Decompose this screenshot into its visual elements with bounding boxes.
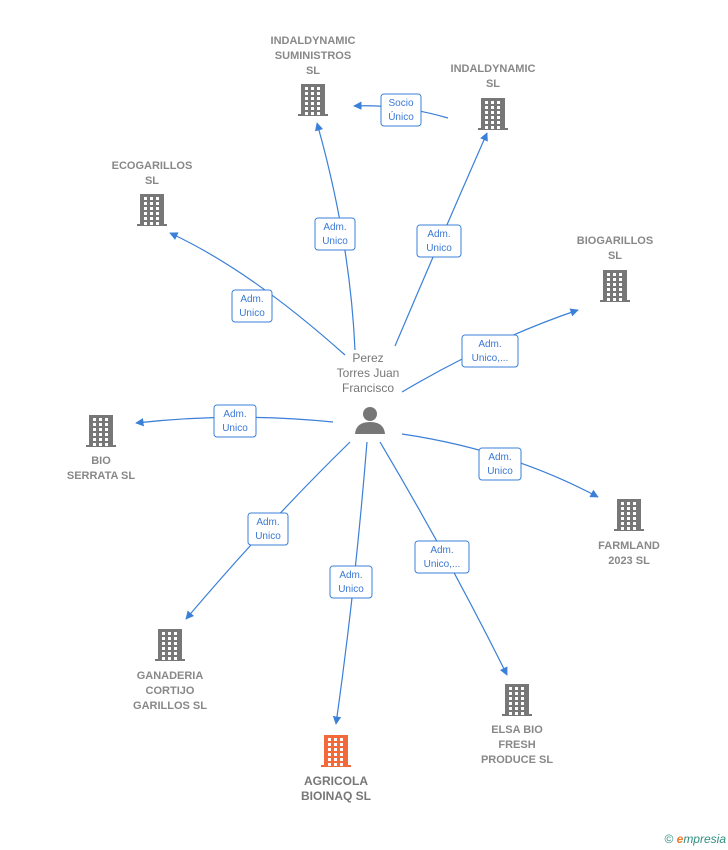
company-node-ecogarillos[interactable]: ECOGARILLOS SL — [112, 160, 193, 226]
edge-label-text: Unico,... — [472, 353, 509, 364]
copyright-icon: © — [664, 832, 674, 846]
company-name-line: INDALDYNAMIC — [271, 35, 356, 47]
company-name-line: BIOINAQ SL — [301, 789, 371, 803]
company-name-line: ELSA BIO — [491, 724, 543, 736]
company-name-line: SL — [486, 78, 500, 90]
company-name-line: CORTIJO — [146, 685, 195, 697]
person-name-line: Francisco — [342, 381, 394, 395]
company-node-indaldynamic-suministros[interactable]: INDALDYNAMIC SUMINISTROS SL — [271, 35, 356, 116]
edge-label-center-to-elsa-bio-fresh-produce[interactable]: Adm. Unico,... — [414, 540, 470, 574]
edge-label-box — [213, 404, 257, 438]
edge-label-box — [478, 447, 522, 481]
edge-label-text: Adm. — [339, 570, 362, 581]
edge-label-box — [247, 512, 289, 546]
edge-label-text: Adm. — [223, 409, 246, 420]
brand-name: mpresia — [683, 832, 726, 846]
company-node-biogarillos[interactable]: BIOGARILLOS SL — [577, 235, 653, 302]
edge-label-text: Único — [388, 110, 414, 123]
edge-center-to-ecogarillos — [169, 232, 346, 356]
company-name-line: SERRATA SL — [67, 470, 136, 482]
building-icon — [298, 84, 328, 116]
building-icon — [137, 194, 167, 226]
edge-label-text: Socio — [388, 98, 413, 109]
company-name-line: GANADERIA — [137, 670, 204, 682]
edge-labels-layer: Adm.UnicoAdm.UnicoSocioÚnicoAdm.UnicoAdm… — [213, 93, 522, 599]
person-icon — [355, 407, 385, 434]
edge-label-box — [414, 540, 470, 574]
edge-label-text: Unico,... — [424, 559, 461, 570]
edge-label-text: Unico — [255, 531, 281, 542]
company-name-line: BIOGARILLOS — [577, 235, 653, 247]
edge-label-text: Adm. — [478, 339, 501, 350]
edge-label-box — [314, 217, 356, 251]
person-name-line: Perez — [352, 351, 383, 365]
company-name-line: SL — [608, 250, 622, 262]
edge-label-text: Unico — [222, 423, 248, 434]
company-name-line: ECOGARILLOS — [112, 160, 193, 172]
edge-label-text: Unico — [322, 236, 348, 247]
edge-label-text: Adm. — [427, 229, 450, 240]
building-icon — [502, 684, 532, 716]
edge-label-text: Adm. — [430, 545, 453, 556]
edge-label-text: Unico — [426, 243, 452, 254]
brand-initial: e — [676, 832, 684, 846]
edge-label-center-to-agricola-bioinaq[interactable]: Adm. Unico — [329, 565, 373, 599]
edge-label-center-to-bio-serrata[interactable]: Adm. Unico — [213, 404, 257, 438]
building-icon — [478, 98, 508, 130]
edge-label-text: Adm. — [256, 517, 279, 528]
building-icon — [321, 735, 351, 767]
company-name-line: FARMLAND — [598, 540, 660, 552]
person-name-line: Torres Juan — [337, 366, 400, 380]
company-node-ganaderia-cortijo-garillos[interactable]: GANADERIA CORTIJO GARILLOS SL — [133, 629, 207, 712]
edge-label-center-to-biogarillos[interactable]: Adm. Unico,... — [461, 334, 519, 368]
edge-label-text: Unico — [338, 584, 364, 595]
company-name-line: PRODUCE SL — [481, 754, 553, 766]
company-name-line: SL — [306, 65, 320, 77]
building-icon — [86, 415, 116, 447]
edge-label-text: Adm. — [323, 222, 346, 233]
edge-label-text: Unico — [487, 466, 513, 477]
edge-label-box — [231, 289, 273, 323]
company-name-line: SL — [145, 175, 159, 187]
edge-label-center-to-ecogarillos[interactable]: Adm. Unico — [231, 289, 273, 323]
edge-label-center-to-indaldynamic[interactable]: Adm. Unico — [416, 224, 462, 258]
footer-brand: © empresia — [664, 832, 726, 846]
company-name-line: 2023 SL — [608, 555, 650, 567]
company-node-elsa-bio-fresh-produce[interactable]: ELSA BIO FRESH PRODUCE SL — [481, 684, 553, 766]
edge-label-box — [416, 224, 462, 258]
edge-label-text: Unico — [239, 308, 265, 319]
company-node-farmland-2023[interactable]: FARMLAND 2023 SL — [598, 499, 660, 567]
company-name-line: AGRICOLA — [304, 774, 368, 788]
edge-label-box — [461, 334, 519, 368]
edge-label-center-to-ganaderia-cortijo-garillos[interactable]: Adm. Unico — [247, 512, 289, 546]
building-icon — [614, 499, 644, 531]
company-name-line: INDALDYNAMIC — [451, 63, 536, 75]
edge-label-text: Adm. — [240, 294, 263, 305]
company-node-bio-serrata[interactable]: BIO SERRATA SL — [67, 415, 136, 482]
building-icon — [155, 629, 185, 661]
company-name-line: GARILLOS SL — [133, 700, 207, 712]
company-node-indaldynamic[interactable]: INDALDYNAMIC SL — [451, 63, 536, 130]
edge-label-box — [380, 93, 422, 127]
company-name-line: FRESH — [498, 739, 535, 751]
edge-label-center-to-indaldynamic-suministros[interactable]: Adm. Unico — [314, 217, 356, 251]
edge-label-center-to-farmland-2023[interactable]: Adm. Unico — [478, 447, 522, 481]
building-icon — [600, 270, 630, 302]
edge-label-text: Adm. — [488, 452, 511, 463]
company-name-line: SUMINISTROS — [275, 50, 351, 62]
edge-label-box — [329, 565, 373, 599]
company-name-line: BIO — [91, 455, 111, 467]
